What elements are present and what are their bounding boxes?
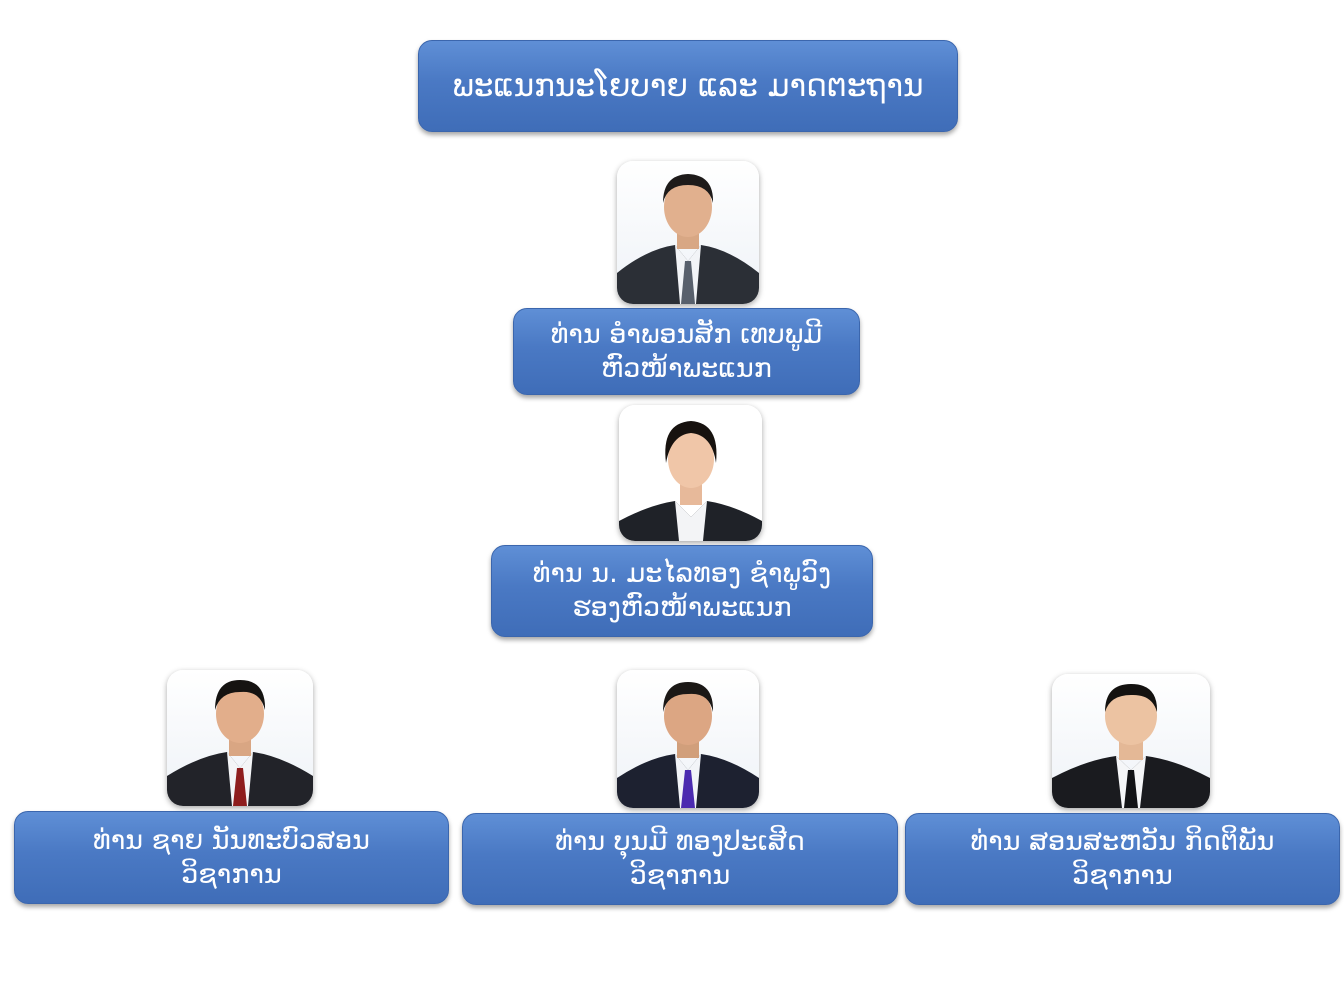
staff2-name: ທ່ານ ບຸນມີ ທອງປະເສີດ xyxy=(555,826,805,858)
staff3-photo xyxy=(1052,674,1210,808)
staff1-name: ທ່ານ ຊາຍ ນັນທະບົວສອນ xyxy=(93,824,370,856)
staff1-name-box: ທ່ານ ຊາຍ ນັນທະບົວສອນ ວິຊາການ xyxy=(14,811,449,904)
staff1-photo xyxy=(167,670,313,806)
female-portrait-icon xyxy=(619,405,762,541)
staff2-photo xyxy=(617,670,759,808)
male-portrait-icon xyxy=(1052,674,1210,808)
male-portrait-icon xyxy=(617,161,759,304)
head-name-box: ທ່ານ ອຳພອນສັກ ເທບພູມີ ຫົວໜ້າພະແນກ xyxy=(513,308,860,395)
deputy-photo xyxy=(619,405,762,541)
staff3-name-box: ທ່ານ ສອນສະຫວັນ ກິດຕິພັນ ວິຊາການ xyxy=(905,813,1340,905)
male-portrait-icon xyxy=(167,670,313,806)
head-name: ທ່ານ ອຳພອນສັກ ເທບພູມີ xyxy=(550,318,823,350)
deputy-role: ຮອງຫົວໜ້າພະແນກ xyxy=(572,592,792,623)
staff2-role: ວິຊາການ xyxy=(629,860,731,891)
head-photo xyxy=(617,161,759,304)
staff2-name-box: ທ່ານ ບຸນມີ ທອງປະເສີດ ວິຊາການ xyxy=(462,813,898,905)
staff1-role: ວິຊາການ xyxy=(181,858,282,890)
staff3-role: ວິຊາການ xyxy=(1072,860,1173,891)
deputy-name: ທ່ານ ນ. ມະໄລທອງ ຊຳພູວົງ xyxy=(532,558,832,590)
deputy-name-box: ທ່ານ ນ. ມະໄລທອງ ຊຳພູວົງ ຮອງຫົວໜ້າພະແນກ xyxy=(491,545,873,637)
staff3-name: ທ່ານ ສອນສະຫວັນ ກິດຕິພັນ xyxy=(970,826,1275,858)
department-title-box: ພະແນກນະໂຍບາຍ ແລະ ມາດຕະຖານ xyxy=(418,40,958,132)
department-title: ພະແນກນະໂຍບາຍ ແລະ ມາດຕະຖານ xyxy=(452,67,924,104)
male-portrait-icon xyxy=(617,670,759,808)
head-role: ຫົວໜ້າພະແນກ xyxy=(601,352,772,384)
